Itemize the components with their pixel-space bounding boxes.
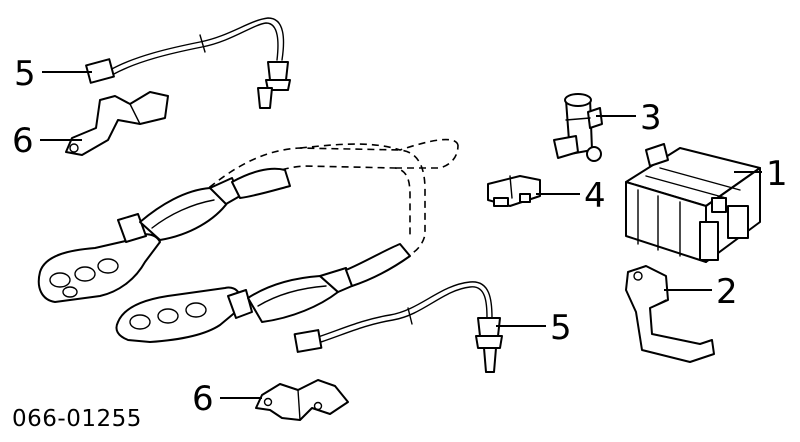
vacuum-valve (553, 93, 603, 162)
callout-3: 3 (640, 98, 662, 138)
callout-6-bottom: 6 (192, 379, 214, 419)
leader-lines (40, 71, 762, 399)
diagram-code: 066-01255 (12, 406, 142, 432)
callout-5-bottom: 5 (550, 308, 572, 348)
upper-oxygen-sensor (85, 17, 291, 109)
callout-5-top: 5 (14, 54, 36, 94)
callout-1: 1 (766, 154, 788, 194)
lower-sensor-bracket (255, 379, 349, 421)
canister-bracket (625, 265, 715, 363)
callout-6-top: 6 (12, 121, 34, 161)
upper-sensor-bracket (65, 91, 169, 156)
callout-4: 4 (584, 176, 606, 216)
electrical-connector (487, 175, 541, 207)
callouts: 5 6 3 4 1 2 5 6 (12, 54, 788, 419)
charcoal-canister (625, 143, 761, 263)
lower-exhaust-manifold (115, 243, 411, 343)
upper-exhaust-manifold (37, 167, 291, 303)
lower-oxygen-sensor (293, 281, 503, 373)
callout-2: 2 (716, 272, 738, 312)
exhaust-pipe-outline (199, 138, 459, 260)
